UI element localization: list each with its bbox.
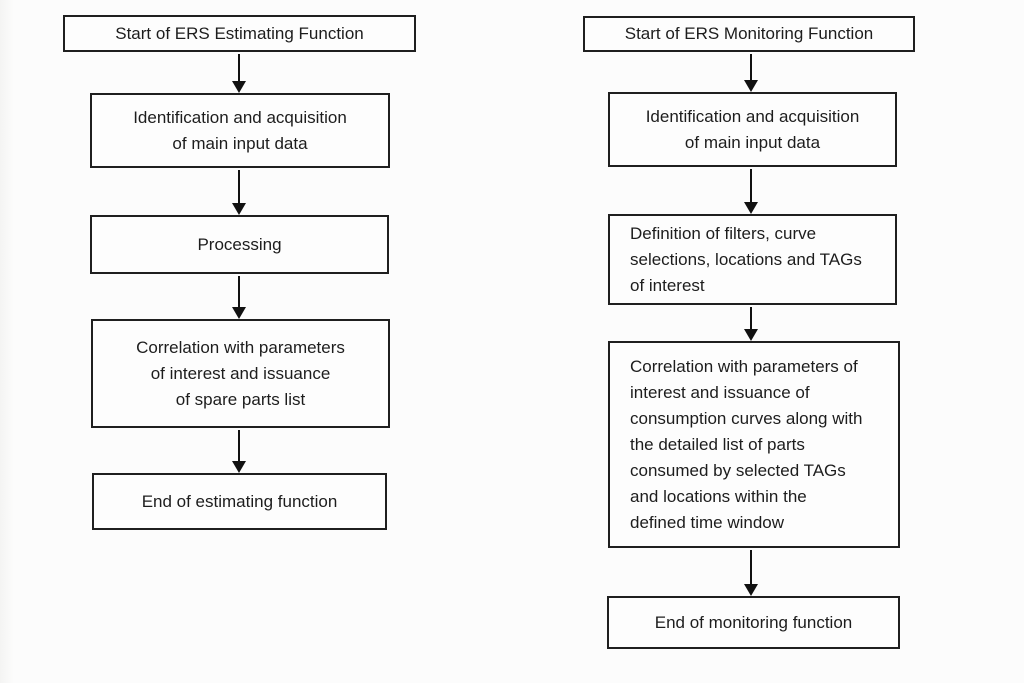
arrow-stem [750, 169, 752, 202]
arrow-down-icon [232, 170, 246, 215]
arrow-head [744, 80, 758, 92]
arrow-stem [750, 307, 752, 329]
arrow-down-icon [232, 54, 246, 93]
arrow-stem [238, 430, 240, 461]
arrow-stem [750, 550, 752, 584]
flow-node-correlation-monitoring: Correlation with parameters of interest … [608, 341, 900, 548]
arrow-stem [750, 54, 752, 80]
flow-node-identification-estimating: Identification and acquisition of main i… [90, 93, 390, 168]
arrow-head [744, 329, 758, 341]
arrow-head [232, 203, 246, 215]
arrow-down-icon [744, 307, 758, 341]
flow-node-start-estimating: Start of ERS Estimating Function [63, 15, 416, 52]
arrow-down-icon [232, 430, 246, 473]
arrow-down-icon [744, 550, 758, 596]
arrow-down-icon [744, 169, 758, 214]
flow-node-identification-monitoring: Identification and acquisition of main i… [608, 92, 897, 167]
flow-node-processing: Processing [90, 215, 389, 274]
arrow-head [232, 81, 246, 93]
flow-node-start-monitoring: Start of ERS Monitoring Function [583, 16, 915, 52]
arrow-head [744, 202, 758, 214]
arrow-down-icon [744, 54, 758, 92]
arrow-head [232, 461, 246, 473]
arrow-down-icon [232, 276, 246, 319]
flow-node-definition-filters: Definition of filters, curve selections,… [608, 214, 897, 305]
arrow-stem [238, 170, 240, 203]
flow-node-end-monitoring: End of monitoring function [607, 596, 900, 649]
flow-node-correlation-estimating: Correlation with parameters of interest … [91, 319, 390, 428]
arrow-stem [238, 276, 240, 307]
flow-node-end-estimating: End of estimating function [92, 473, 387, 530]
arrow-head [744, 584, 758, 596]
arrow-head [232, 307, 246, 319]
arrow-stem [238, 54, 240, 81]
